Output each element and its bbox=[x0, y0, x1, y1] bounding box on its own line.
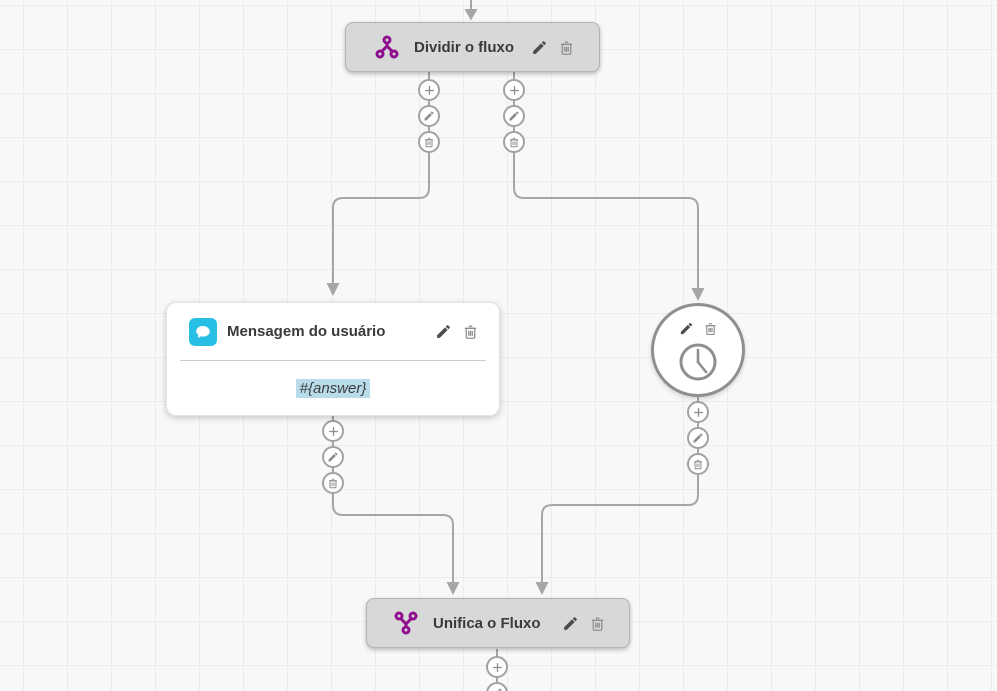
connector-actions-split-right bbox=[503, 79, 525, 153]
trash-icon[interactable] bbox=[687, 453, 709, 475]
edit-pencil-icon[interactable] bbox=[435, 323, 452, 340]
node-timer[interactable] bbox=[651, 303, 745, 397]
plus-icon[interactable] bbox=[687, 401, 709, 423]
connector-actions-message bbox=[322, 420, 344, 494]
node-title: Mensagem do usuário bbox=[227, 323, 386, 340]
chat-bubble-icon bbox=[189, 317, 217, 346]
edit-pencil-icon[interactable] bbox=[562, 615, 579, 632]
edit-pencil-icon[interactable] bbox=[503, 105, 525, 127]
trash-icon[interactable] bbox=[462, 323, 479, 340]
trash-icon[interactable] bbox=[703, 321, 718, 336]
trash-icon[interactable] bbox=[418, 131, 440, 153]
arrowhead-into-merge-right bbox=[535, 582, 549, 595]
plus-icon[interactable] bbox=[503, 79, 525, 101]
arrowhead-into-split bbox=[464, 9, 478, 21]
node-title: Dividir o fluxo bbox=[414, 38, 515, 56]
trash-icon[interactable] bbox=[558, 39, 575, 56]
arrowhead-into-merge-left bbox=[446, 582, 460, 595]
node-user-message[interactable]: Mensagem do usuário #{answer} bbox=[166, 302, 500, 416]
plus-icon[interactable] bbox=[418, 79, 440, 101]
wire-split-to-message bbox=[332, 71, 430, 283]
connector-actions-merge bbox=[486, 656, 508, 691]
connector-actions-timer bbox=[687, 401, 709, 475]
edit-pencil-icon[interactable] bbox=[679, 321, 694, 336]
edit-pencil-icon[interactable] bbox=[486, 682, 508, 691]
timer-actions bbox=[679, 321, 718, 336]
edit-pencil-icon[interactable] bbox=[531, 39, 548, 56]
plus-icon[interactable] bbox=[486, 656, 508, 678]
plus-icon[interactable] bbox=[322, 420, 344, 442]
arrowhead-into-message bbox=[326, 283, 340, 296]
user-message-body: #{answer} bbox=[167, 361, 499, 415]
trash-icon[interactable] bbox=[322, 472, 344, 494]
split-flow-icon bbox=[374, 34, 400, 60]
node-split-flow[interactable]: Dividir o fluxo bbox=[345, 22, 600, 72]
trash-icon[interactable] bbox=[503, 131, 525, 153]
trash-icon[interactable] bbox=[589, 615, 606, 632]
node-merge-flow[interactable]: Unifica o Fluxo bbox=[366, 598, 630, 648]
node-title: Unifica o Fluxo bbox=[433, 614, 541, 632]
clock-icon bbox=[675, 339, 721, 385]
user-message-header: Mensagem do usuário bbox=[167, 303, 499, 360]
edit-pencil-icon[interactable] bbox=[418, 105, 440, 127]
card-divider bbox=[180, 360, 486, 361]
connector-actions-split-left bbox=[418, 79, 440, 153]
merge-flow-icon bbox=[393, 610, 419, 636]
wire-message-to-merge bbox=[332, 414, 454, 582]
wire-split-to-timer bbox=[513, 71, 699, 288]
edit-pencil-icon[interactable] bbox=[322, 446, 344, 468]
edit-pencil-icon[interactable] bbox=[687, 427, 709, 449]
arrowhead-into-timer bbox=[691, 288, 705, 301]
wire-timer-to-merge bbox=[541, 396, 699, 582]
variable-chip[interactable]: #{answer} bbox=[295, 378, 371, 398]
